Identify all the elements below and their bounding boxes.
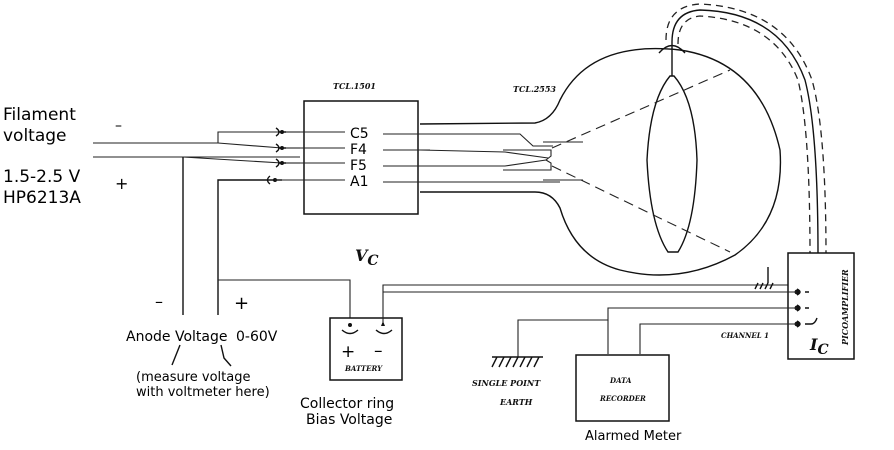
socket-connectors: [266, 127, 300, 185]
filament-minus: –: [115, 118, 122, 134]
pointer-right: [220, 344, 232, 367]
picoamplifier-label: PICOAMPLIFIER: [840, 269, 850, 346]
recorder-caption: Alarmed Meter: [585, 429, 682, 444]
battery-label: BATTERY: [344, 364, 383, 373]
anode-plus: +: [234, 293, 249, 314]
picoamplifier: [754, 252, 855, 360]
pin-f4: F4: [350, 142, 367, 158]
battery-plus: +: [341, 342, 355, 362]
recorder-label-line1: DATA: [609, 376, 632, 385]
anode-minus: –: [155, 292, 163, 311]
earth-label-line1: SINGLE POINT: [472, 378, 541, 388]
channel-label: CHANNEL 1: [721, 331, 769, 340]
tube-label: TCL.2553: [513, 84, 556, 94]
shielded-cable: [665, 3, 827, 331]
battery: [329, 284, 820, 381]
pin-a1: A1: [350, 174, 368, 190]
socket-unit-box: [303, 100, 419, 215]
socket-unit-label: TCL.1501: [333, 81, 376, 91]
vc-symbol: VC: [355, 246, 379, 269]
recorder-label-line2: RECORDER: [599, 394, 646, 403]
anode-label: Anode Voltage: [126, 329, 227, 345]
filament-model: HP6213A: [3, 188, 81, 208]
filament-label-line1: Filament: [3, 105, 76, 125]
anode-range: 0-60V: [236, 329, 278, 345]
anode-note-line2: with voltmeter here): [136, 385, 270, 400]
recorder-wiring: [383, 291, 797, 368]
battery-minus: –: [374, 341, 383, 361]
earth-label-line2: EARTH: [499, 397, 533, 407]
ic-symbol: IC: [809, 335, 829, 358]
filament-label-line2: voltage: [3, 126, 67, 146]
data-recorder-box: [575, 354, 670, 422]
tube-envelope: [419, 42, 782, 276]
filament-plus: +: [115, 174, 128, 193]
pin-f5: F5: [350, 158, 367, 174]
anode-note-line1: (measure voltage: [136, 370, 250, 385]
battery-caption-line1: Collector ring: [300, 396, 394, 412]
pointer-left: [171, 344, 181, 366]
filament-leads: [93, 131, 351, 322]
filament-range: 1.5-2.5 V: [3, 167, 81, 187]
pin-c5: C5: [350, 126, 369, 142]
battery-caption-line2: Bias Voltage: [306, 412, 392, 428]
